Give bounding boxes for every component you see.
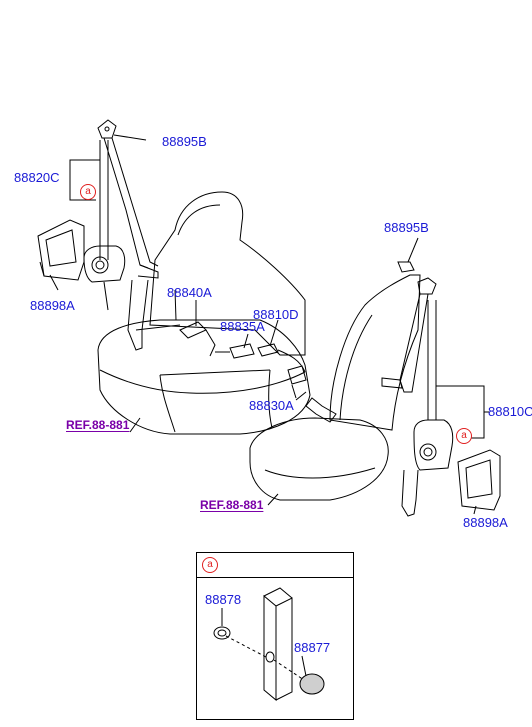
center-buckles	[135, 321, 337, 423]
label-88820c: 88820C	[14, 170, 60, 185]
right-seat-cushion	[249, 417, 389, 501]
label-88898a-right: 88898A	[463, 515, 508, 530]
label-88810d: 88810D	[253, 307, 299, 322]
left-seat-cushion	[97, 319, 311, 435]
label-88878: 88878	[205, 592, 242, 607]
label-88898a-left: 88898A	[30, 298, 75, 313]
detail-pillar	[213, 587, 325, 702]
reference-label-lower: REF.88-881	[200, 498, 264, 512]
label-88895b-top: 88895B	[162, 134, 207, 149]
callout-a-left: a	[80, 184, 96, 200]
label-88830a: 88830A	[249, 398, 294, 413]
right-trim-panel	[457, 449, 501, 511]
label-88840a: 88840A	[167, 285, 212, 300]
right-seat-back	[329, 274, 421, 431]
left-seat-back	[149, 191, 306, 356]
label-88835a: 88835A	[220, 319, 265, 334]
callout-a-right: a	[456, 428, 472, 444]
detail-view-box: a	[196, 552, 354, 720]
label-88895b-right: 88895B	[384, 220, 429, 235]
right-outboard-belt	[381, 261, 454, 517]
leader-lines	[49, 134, 490, 515]
detail-callout-a: a	[202, 557, 218, 573]
left-outboard-belt	[83, 119, 159, 351]
detail-view-header: a	[197, 553, 353, 578]
label-88877: 88877	[294, 640, 331, 655]
label-88810c: 88810C	[488, 404, 532, 419]
reference-label-upper: REF.88-881	[66, 418, 130, 432]
left-trim-panel	[37, 219, 85, 281]
